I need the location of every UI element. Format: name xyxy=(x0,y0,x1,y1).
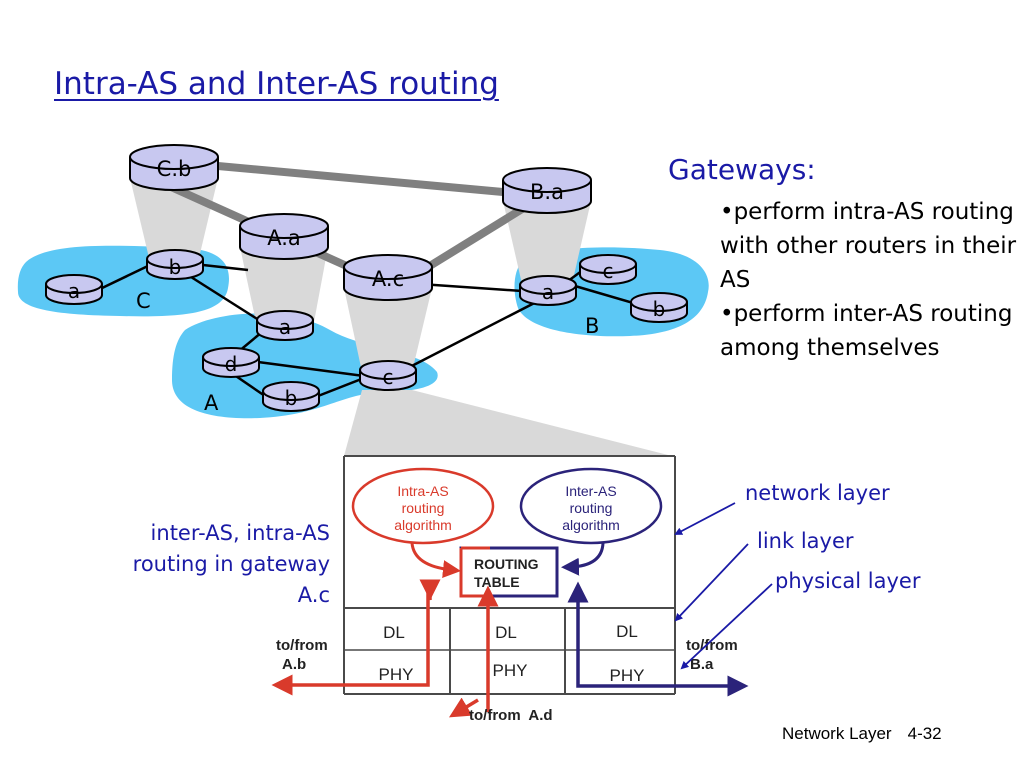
link-cb-ba xyxy=(217,162,504,196)
router-aa[interactable]: A.a xyxy=(239,213,329,260)
router-b-a[interactable]: a xyxy=(519,275,577,306)
router-ac[interactable]: A.c xyxy=(343,254,433,301)
zoom-cone xyxy=(344,390,672,456)
label-to-from-ad: to/from A.d xyxy=(469,707,553,724)
router-c-b[interactable]: b xyxy=(146,249,204,280)
label-to-from-ba: to/from xyxy=(686,637,738,654)
physical-layer-pointer xyxy=(680,583,773,670)
router-a-d[interactable]: d xyxy=(202,347,260,378)
network-layer-pointer xyxy=(674,502,736,535)
inter-to-table-arrow xyxy=(561,542,605,576)
router-a-b[interactable]: b xyxy=(262,381,320,412)
as-label-b: B xyxy=(585,314,599,338)
svg-text:DL: DL xyxy=(383,623,405,642)
svg-text:Inter-AS: Inter-AS xyxy=(565,483,616,499)
svg-text:routing: routing xyxy=(570,500,613,516)
label-to-from-ab: to/from xyxy=(276,637,328,654)
slide-footer: Network Layer 4-32 xyxy=(782,724,942,744)
svg-text:TABLE: TABLE xyxy=(474,574,520,590)
router-a-a[interactable]: a xyxy=(256,310,314,341)
gateways-list: •perform intra-AS routing with other rou… xyxy=(720,195,1020,365)
inter-as-algorithm: Inter-AS routing algorithm xyxy=(519,467,663,545)
svg-text:PHY: PHY xyxy=(610,666,645,685)
gateway-cone-aa xyxy=(240,247,328,322)
footer-page: 4-32 xyxy=(907,724,942,743)
svg-text:algorithm: algorithm xyxy=(394,517,452,533)
gateway-cone-ac xyxy=(344,288,432,372)
router-b-b[interactable]: b xyxy=(630,292,688,323)
svg-text:PHY: PHY xyxy=(493,661,528,680)
label-physical-layer: physical layer xyxy=(775,569,921,593)
router-label: c xyxy=(603,259,614,283)
svg-text:Intra-AS: Intra-AS xyxy=(397,483,448,499)
label-to-from-ab-2: A.b xyxy=(282,656,306,673)
svg-text:ROUTING: ROUTING xyxy=(474,556,539,572)
router-label: A.c xyxy=(372,267,404,291)
svg-text:PHY: PHY xyxy=(379,665,414,684)
physical-links xyxy=(99,263,641,398)
gateways-bullet: •perform intra-AS routing with other rou… xyxy=(720,199,1017,293)
router-cb[interactable]: C.b xyxy=(129,144,219,191)
router-label: A.a xyxy=(267,226,301,250)
as-label-a: A xyxy=(204,391,219,415)
as-label-c: C xyxy=(136,289,151,313)
slide-title: Intra-AS and Inter-AS routing xyxy=(54,66,499,102)
link-layer-pointer xyxy=(674,543,749,622)
intra-to-table-arrow xyxy=(410,542,461,579)
router-label: B.a xyxy=(530,180,564,204)
gateways-heading: Gateways: xyxy=(668,153,816,186)
inter-as-datapath xyxy=(567,581,749,697)
label-to-from-ba-2: B.a xyxy=(690,656,714,673)
router-label: d xyxy=(225,352,238,376)
gateway-cone-ba xyxy=(503,201,591,284)
intra-as-datapath xyxy=(271,579,499,718)
router-label: a xyxy=(68,279,80,303)
label-network-layer: network layer xyxy=(745,481,890,505)
svg-text:DL: DL xyxy=(495,623,517,642)
router-label: c xyxy=(383,365,394,389)
router-a-c[interactable]: c xyxy=(359,360,417,391)
routing-table: ROUTING TABLE xyxy=(459,546,559,598)
svg-text:routing: routing xyxy=(402,500,445,516)
router-label: C.b xyxy=(157,157,192,181)
label-link-layer: link layer xyxy=(757,529,854,553)
router-b-c[interactable]: c xyxy=(579,254,637,285)
svg-text:DL: DL xyxy=(616,622,638,641)
router-label: b xyxy=(169,255,182,279)
router-label: b xyxy=(653,297,666,321)
footer-section: Network Layer xyxy=(782,724,892,743)
router-ba[interactable]: B.a xyxy=(502,167,592,214)
router-label: a xyxy=(279,315,291,339)
router-label: a xyxy=(542,280,554,304)
gateways-bullet: •perform inter-AS routing among themselv… xyxy=(720,301,1013,361)
svg-text:algorithm: algorithm xyxy=(562,517,620,533)
label-inter-intra-routing: inter-AS, intra-AS routing in gateway A.… xyxy=(132,521,330,607)
intra-as-algorithm: Intra-AS routing algorithm xyxy=(351,467,495,545)
router-c-a[interactable]: a xyxy=(45,274,103,305)
router-label: b xyxy=(285,386,298,410)
